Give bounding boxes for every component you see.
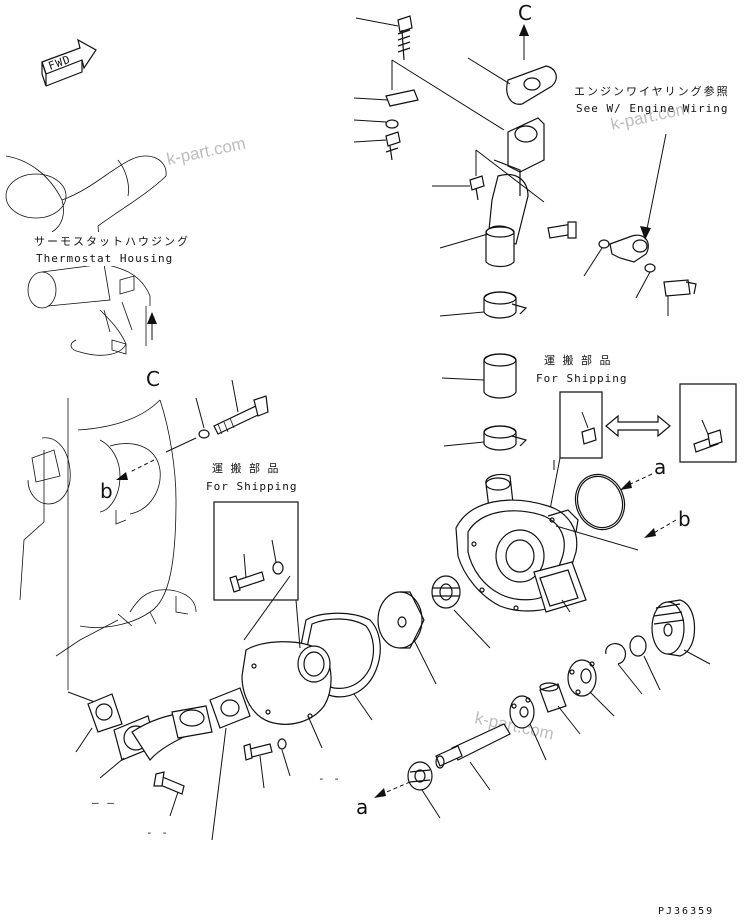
- leader-lines-top: [353, 17, 669, 447]
- water-pump-body: [455, 473, 587, 613]
- ref-b-left: b: [100, 479, 113, 503]
- leader-line: [295, 599, 301, 649]
- double-arrow-icon: [605, 414, 671, 438]
- ref-a-bottom: a: [356, 795, 368, 819]
- thermostat-en-label: Thermostat Housing: [36, 252, 173, 265]
- thermostat-label-bg: [30, 232, 192, 266]
- shaft: [435, 723, 511, 791]
- pulley: [651, 599, 711, 665]
- ref-c-left: C: [146, 367, 160, 391]
- outlet-bracket: [385, 15, 419, 161]
- pump-cover: [241, 641, 332, 749]
- hose-clamps: [483, 291, 528, 451]
- drawing-code: PJ36359: [658, 906, 714, 917]
- engine-wiring-jp-label: エンジンワイヤリング参照: [574, 84, 730, 98]
- retaining-ring: [605, 635, 661, 695]
- dash-mark: — —: [92, 796, 115, 809]
- bearing-upper: [567, 659, 615, 717]
- gasket-small-left: [75, 693, 123, 753]
- bearing-small: [407, 761, 441, 819]
- thermostat-jp-label: サーモスタットハウジング: [34, 234, 190, 248]
- arrow-down-icon: [640, 133, 667, 240]
- wire-clip: [609, 234, 697, 297]
- dash-mark: - -: [318, 772, 341, 785]
- engine-block: [5, 155, 197, 705]
- o-ring: [574, 473, 626, 531]
- shipping-en-label: For Shipping: [206, 480, 297, 493]
- bearing-lower: [509, 695, 547, 761]
- arrow-left-icon: [116, 472, 128, 480]
- arrow-left-icon: [620, 473, 653, 490]
- gasket-small-right: [209, 687, 251, 841]
- ref-a-right: a: [654, 455, 666, 479]
- leader-line: [243, 575, 291, 641]
- shipping-jp-label: 運 搬 部 品: [544, 353, 613, 367]
- spacer: [539, 682, 581, 735]
- inlet-bolt: [153, 771, 185, 817]
- shipping-bolt: [229, 539, 284, 593]
- seal: [431, 575, 491, 649]
- arrow-left-icon: [374, 781, 411, 798]
- bolts-top: [469, 175, 610, 249]
- fwd-label: FWD: [47, 53, 73, 73]
- shipping-en-label: For Shipping: [536, 372, 627, 385]
- leader-line: [561, 599, 571, 613]
- arrow-up-icon: [519, 24, 529, 60]
- engine-wiring-en-label: See W/ Engine Wiring: [576, 102, 728, 115]
- ref-b-right: b: [678, 507, 691, 531]
- water-inlet-elbow: [99, 705, 213, 779]
- shipping-box-1: [213, 501, 299, 601]
- arrow-left-icon: [555, 519, 677, 551]
- gasket-c: [506, 65, 557, 105]
- arrow-up-icon: [147, 312, 157, 340]
- impeller: [377, 591, 437, 685]
- long-bolt: [129, 379, 269, 473]
- watermark: k-part.com: [165, 134, 247, 169]
- fwd-arrow-icon: FWD: [41, 38, 97, 87]
- ref-c-top: C: [518, 1, 532, 25]
- cover-bolts: [243, 738, 291, 789]
- water-outlet-pipe: [485, 117, 545, 268]
- dash-mark: - -: [146, 826, 169, 839]
- shipping-jp-label: 運 搬 部 品: [212, 461, 281, 475]
- shipping-box-3: [679, 383, 737, 463]
